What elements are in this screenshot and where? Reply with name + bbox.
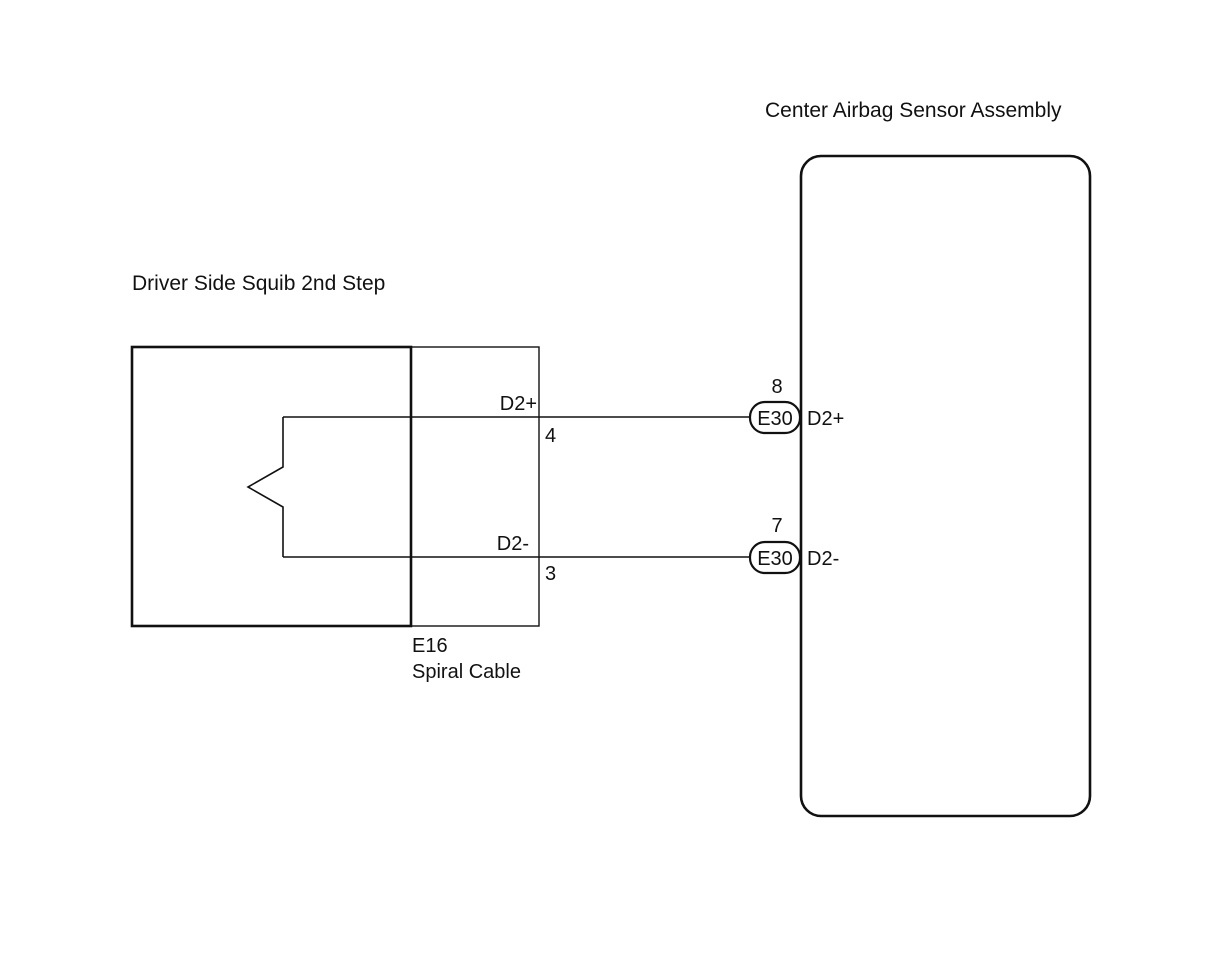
ecu-signal-minus: D2- xyxy=(807,548,839,570)
ecu-connector-minus xyxy=(748,540,802,575)
ecu-body xyxy=(799,154,1092,818)
spiral-pin-minus: 3 xyxy=(545,563,556,585)
ecu-connector-code-minus: E30 xyxy=(757,548,793,570)
spiral-signal-minus: D2- xyxy=(497,533,529,555)
spiral-cable-label: Spiral Cable xyxy=(412,661,521,683)
ecu-pin-number-plus: 8 xyxy=(771,376,782,398)
spiral-signal-plus: D2+ xyxy=(500,393,537,415)
squib-body xyxy=(130,345,413,628)
ecu-connector-code-plus: E30 xyxy=(757,408,793,430)
squib-label: Driver Side Squib 2nd Step xyxy=(132,272,385,295)
spiral-cable-connector-code: E16 xyxy=(412,635,448,657)
ecu-signal-plus: D2+ xyxy=(807,408,844,430)
ecu-pin-number-minus: 7 xyxy=(771,515,782,537)
squib-element-symbol xyxy=(246,417,284,557)
spiral-pin-plus: 4 xyxy=(545,425,556,447)
spiral-cable-body xyxy=(410,346,540,627)
ecu-label: Center Airbag Sensor Assembly xyxy=(765,99,1062,122)
ecu-connector-plus xyxy=(748,400,802,435)
